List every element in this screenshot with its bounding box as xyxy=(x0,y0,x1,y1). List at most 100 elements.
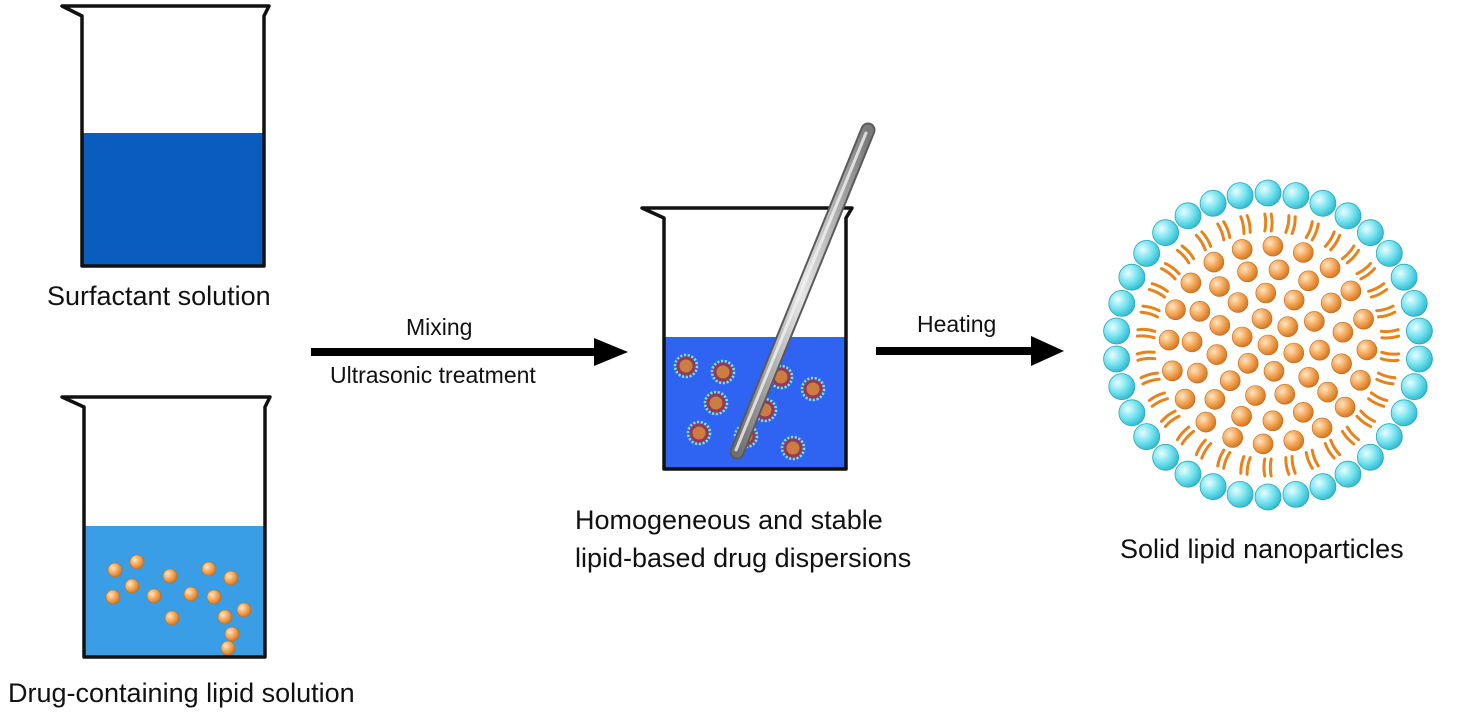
lipid-core-particle xyxy=(1251,308,1273,330)
lipid-tail xyxy=(1340,244,1361,265)
surfactant-head xyxy=(1152,443,1179,471)
lipid-core-particle xyxy=(1283,430,1305,451)
beaker-icon xyxy=(640,206,854,471)
dispersion-label-line1: Homogeneous and stable xyxy=(575,505,883,535)
lipid-tail xyxy=(1160,262,1181,281)
emulsion-droplet xyxy=(686,420,712,446)
surfactant-head xyxy=(1174,460,1202,488)
lipid-core-particle xyxy=(1231,326,1253,348)
lipid-droplet xyxy=(224,626,240,642)
surfactant-head xyxy=(1254,179,1282,207)
lipid-tail xyxy=(1194,438,1213,460)
lipid-tail xyxy=(1135,327,1157,340)
lipid-droplet xyxy=(129,554,145,570)
lipid-core-particle xyxy=(1206,344,1228,365)
lipid-core-particle xyxy=(1222,427,1243,448)
lipid-tail xyxy=(1340,425,1361,446)
lipid-core-particle xyxy=(1298,366,1319,388)
lipid-core-particle xyxy=(1309,339,1330,361)
lipid-core-particle xyxy=(1293,242,1314,263)
lipid-core-particle xyxy=(1262,235,1284,257)
surfactant-head xyxy=(1334,460,1362,488)
lipid-tail xyxy=(1367,282,1389,299)
lipid-tail xyxy=(1323,438,1342,460)
lipid-droplet xyxy=(107,562,123,578)
surfactant-head xyxy=(1199,189,1227,217)
lipid-core-particle xyxy=(1319,257,1341,279)
lipid-core-particle xyxy=(1209,276,1230,297)
lipid-core-particle xyxy=(1257,334,1279,356)
lipid-droplet xyxy=(183,586,199,602)
lipid-droplet xyxy=(217,609,233,625)
lipid-tail xyxy=(1194,230,1213,252)
lipid-core-particle xyxy=(1219,370,1241,392)
emulsion-droplet xyxy=(780,435,806,461)
lipid-core-particle xyxy=(1332,321,1354,343)
surfactant-head xyxy=(1103,345,1130,373)
lipid-tail xyxy=(1355,262,1376,281)
lipid-tail xyxy=(1375,304,1397,319)
surfactant-head xyxy=(1226,182,1254,210)
surfactant-head xyxy=(1406,317,1433,345)
lipid-core-particle xyxy=(1227,292,1249,313)
lipid-tail xyxy=(1262,457,1273,478)
lipid-droplet xyxy=(201,561,217,577)
surfactant-head xyxy=(1375,239,1403,267)
lipid-droplet xyxy=(124,578,140,594)
lipid-core-particle xyxy=(1252,433,1274,455)
lipid-tail xyxy=(1323,230,1342,252)
surfactant-head xyxy=(1357,219,1384,247)
arrow-head xyxy=(594,338,628,366)
surfactant-head xyxy=(1309,189,1337,217)
lipid-core-particle xyxy=(1311,417,1333,439)
lipid-tail xyxy=(1284,455,1297,476)
lipid-tail xyxy=(1375,371,1397,386)
lipid-core-particle xyxy=(1203,251,1225,273)
lipid-core-particle xyxy=(1277,316,1299,338)
lipid-core-particle xyxy=(1187,362,1208,384)
lipid-core-particle xyxy=(1174,388,1196,410)
surfactant-head xyxy=(1199,473,1227,501)
surfactant-head xyxy=(1375,423,1403,451)
surfactant-head xyxy=(1406,345,1433,373)
beaker-icon xyxy=(60,395,272,659)
drug-lipid-solution-label: Drug-containing lipid solution xyxy=(8,678,355,708)
surfactant-head xyxy=(1390,263,1418,291)
surfactant-head xyxy=(1152,219,1179,247)
lipid-tail xyxy=(1216,448,1232,470)
lipid-droplet xyxy=(220,640,236,656)
lipid-core-particle xyxy=(1334,396,1356,418)
lipid-core-particle xyxy=(1283,342,1305,364)
surfactant-head xyxy=(1103,317,1130,345)
lipid-droplet xyxy=(206,589,222,605)
lipid-droplet xyxy=(162,568,178,584)
surfactant-head xyxy=(1226,480,1254,508)
surfactant-head xyxy=(1400,289,1428,317)
lipid-core-particle xyxy=(1158,329,1180,351)
lipid-droplet xyxy=(146,588,162,604)
lipid-core-particle xyxy=(1195,411,1217,433)
lipid-core-particle xyxy=(1320,292,1342,314)
lipid-core-particle xyxy=(1162,360,1183,382)
nanoparticle-icon xyxy=(1103,179,1433,511)
lipid-core-particle xyxy=(1283,289,1305,311)
heating-label: Heating xyxy=(917,311,997,337)
surfactant-head xyxy=(1108,289,1136,317)
lipid-droplets xyxy=(105,554,252,656)
lipid-core-particle xyxy=(1245,385,1266,406)
lipid-tail xyxy=(1175,244,1196,265)
lipid-core-particle xyxy=(1274,383,1296,405)
emulsion-droplet xyxy=(703,390,729,416)
arrow-head xyxy=(1031,336,1064,366)
lipid-core-particle xyxy=(1237,261,1258,283)
lipid-core-particle xyxy=(1180,272,1202,294)
stirring-rod-icon xyxy=(729,122,876,460)
lipid-tail xyxy=(1216,220,1232,242)
heating-arrow xyxy=(876,336,1064,366)
lipid-droplet xyxy=(105,589,121,605)
surfactant-head xyxy=(1254,483,1282,511)
lipid-tail xyxy=(1160,409,1181,428)
lipid-core-particle xyxy=(1204,389,1226,410)
emulsion-droplet xyxy=(800,376,826,402)
lipid-tail xyxy=(1239,214,1252,235)
